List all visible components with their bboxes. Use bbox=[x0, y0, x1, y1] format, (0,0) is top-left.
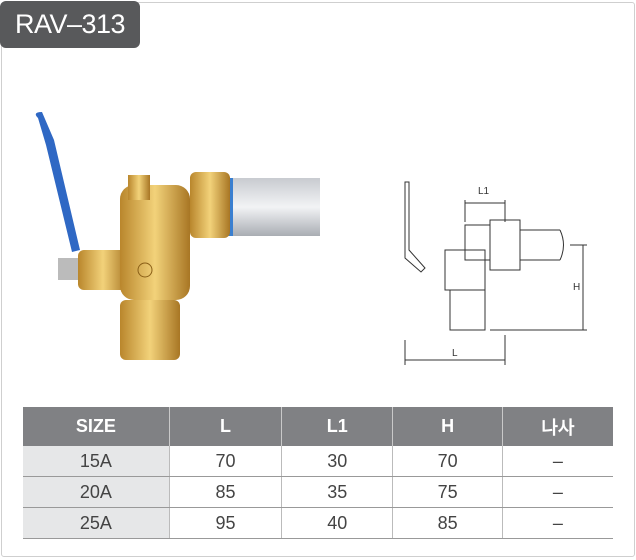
table-row: 20A 85 35 75 – bbox=[23, 476, 613, 508]
header-l1: L1 bbox=[281, 407, 393, 446]
cell-h: 70 bbox=[392, 446, 503, 477]
dim-label-h: H bbox=[573, 282, 580, 293]
header-thread: 나사 bbox=[501, 407, 613, 446]
cell-h: 85 bbox=[392, 507, 503, 539]
cell-h: 75 bbox=[392, 476, 503, 508]
cell-thread: – bbox=[501, 507, 613, 539]
cell-thread: – bbox=[501, 446, 613, 477]
cell-l: 85 bbox=[168, 476, 282, 508]
table-header-row: SIZE L L1 H 나사 bbox=[23, 407, 613, 446]
table-row: 15A 70 30 70 – bbox=[23, 446, 613, 477]
cell-size: 20A bbox=[23, 476, 170, 508]
cell-size: 25A bbox=[23, 507, 170, 539]
valve-product-photo bbox=[35, 112, 320, 360]
cell-l1: 35 bbox=[281, 476, 393, 508]
dim-label-l: L bbox=[452, 348, 458, 359]
cell-l: 95 bbox=[168, 507, 282, 539]
dim-label-l1: L1 bbox=[478, 186, 490, 197]
cell-thread: – bbox=[501, 476, 613, 508]
cell-l1: 30 bbox=[281, 446, 393, 477]
header-l: L bbox=[168, 407, 282, 446]
dimension-drawing: L1 H L bbox=[404, 181, 587, 365]
cell-l: 70 bbox=[168, 446, 282, 477]
header-size: SIZE bbox=[23, 407, 170, 446]
table-row: 25A 95 40 85 – bbox=[23, 507, 613, 539]
spec-table: SIZE L L1 H 나사 15A 70 30 70 – 20A 85 35 … bbox=[23, 407, 613, 539]
cell-size: 15A bbox=[23, 446, 170, 477]
model-title-badge: RAV–313 bbox=[0, 1, 140, 48]
header-h: H bbox=[392, 407, 503, 446]
cell-l1: 40 bbox=[281, 507, 393, 539]
